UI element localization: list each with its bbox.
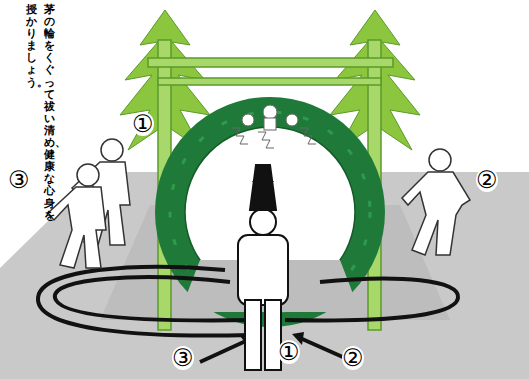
vertical-caption: 授かりましょう。	[26, 4, 37, 89]
vertical-caption: 茅の輪をくぐって祓い清め、健康な心身を	[44, 4, 55, 222]
callout-number: ①	[132, 112, 154, 136]
callout-number: ③	[172, 346, 194, 370]
callout-number: ①	[278, 340, 300, 364]
callout-number: ③	[8, 168, 30, 192]
priest-figure	[238, 165, 288, 370]
callout-number: ②	[476, 168, 498, 192]
callout-number: ②	[342, 346, 364, 370]
bamboo-poles	[148, 40, 393, 330]
shide-papers	[232, 105, 316, 148]
runner-figures	[48, 139, 470, 268]
up-arrow	[252, 168, 274, 182]
